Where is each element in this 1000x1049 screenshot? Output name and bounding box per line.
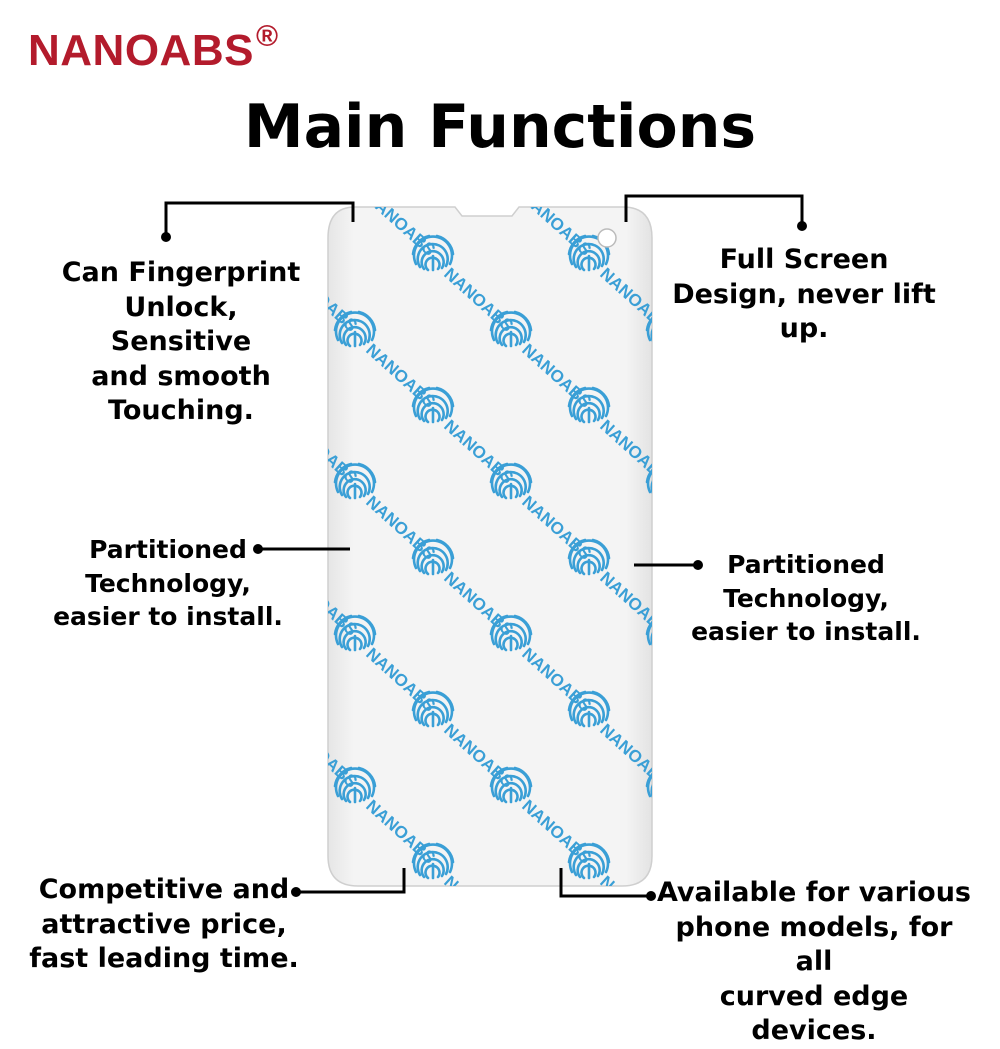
callout-line: Competitive and bbox=[38, 874, 290, 905]
leader-dot bbox=[646, 891, 656, 901]
fingerprint-icon bbox=[333, 614, 377, 652]
callout-full-screen: Full Screen Design, never lift up. bbox=[668, 243, 940, 347]
fingerprint-icon bbox=[489, 310, 533, 348]
callout-line: Available for various bbox=[656, 877, 972, 908]
callout-price: Competitive and attractive price, fast l… bbox=[20, 873, 308, 977]
callout-partition-right: Partitioned Technology, easier to instal… bbox=[690, 548, 922, 649]
callout-line: Design, never lift bbox=[672, 278, 936, 310]
callout-partition-left: Partitioned Technology, easier to instal… bbox=[52, 533, 284, 634]
fingerprint-icon bbox=[411, 386, 455, 424]
callout-line: and smooth bbox=[91, 360, 271, 392]
callout-line: Can Fingerprint bbox=[61, 257, 301, 288]
camera-cutout bbox=[597, 228, 617, 248]
leader-dot bbox=[693, 560, 703, 570]
callout-line: Full Screen bbox=[719, 244, 889, 275]
leader-dot bbox=[797, 221, 807, 231]
leader-dot bbox=[161, 232, 171, 242]
fingerprint-icon bbox=[489, 614, 533, 652]
page-title: Main Functions bbox=[243, 92, 757, 162]
leader-full-screen bbox=[624, 194, 804, 226]
callout-line: Partitioned bbox=[89, 535, 247, 564]
fingerprint-icon bbox=[645, 766, 652, 801]
fingerprint-icon bbox=[567, 234, 611, 272]
callout-line: Technology, bbox=[85, 568, 251, 598]
fingerprint-icon bbox=[645, 462, 652, 497]
fingerprint-icon bbox=[333, 310, 377, 348]
brand-name: NANOABS bbox=[28, 26, 254, 75]
callout-line: Unlock, Sensitive bbox=[110, 291, 252, 358]
fingerprint-icon bbox=[411, 690, 455, 728]
fingerprint-icon bbox=[645, 310, 652, 345]
callout-line: Partitioned bbox=[727, 550, 885, 579]
leader-dot bbox=[291, 887, 301, 897]
fingerprint-icon bbox=[411, 538, 455, 576]
leader-lines bbox=[161, 194, 807, 901]
fingerprint-icon bbox=[567, 386, 611, 424]
leader-models bbox=[559, 868, 651, 898]
leader-fingerprint bbox=[164, 201, 355, 237]
callout-models: Available for various phone models, for … bbox=[654, 876, 974, 1049]
fingerprint-icon bbox=[411, 842, 455, 880]
callout-line: up. bbox=[779, 313, 829, 345]
callout-line: Technology, bbox=[723, 583, 889, 613]
fingerprint-icon bbox=[567, 690, 611, 728]
leader-dot bbox=[253, 544, 263, 554]
fingerprint-icon bbox=[333, 766, 377, 804]
registered-mark: ® bbox=[255, 20, 279, 53]
callout-line: phone models, for all bbox=[675, 911, 953, 978]
fingerprint-icon bbox=[411, 234, 455, 272]
callout-line: curved edge devices. bbox=[719, 980, 909, 1047]
leader-price bbox=[296, 868, 406, 894]
callout-fingerprint: Can Fingerprint Unlock, Sensitive and sm… bbox=[50, 256, 312, 429]
callout-line: Touching. bbox=[108, 395, 254, 427]
fingerprint-icon bbox=[645, 614, 652, 649]
callout-line: easier to install. bbox=[53, 602, 283, 631]
fingerprint-icon bbox=[567, 842, 611, 880]
callout-line: easier to install. bbox=[691, 617, 921, 646]
fingerprint-icon bbox=[333, 462, 377, 500]
callout-line: fast leading time. bbox=[29, 943, 299, 975]
fingerprint-icon bbox=[489, 766, 533, 804]
callout-line: attractive price, bbox=[41, 908, 287, 940]
fingerprint-icon bbox=[567, 538, 611, 576]
brand-logo: NANOABS® bbox=[28, 20, 279, 76]
fingerprint-icon bbox=[489, 462, 533, 500]
